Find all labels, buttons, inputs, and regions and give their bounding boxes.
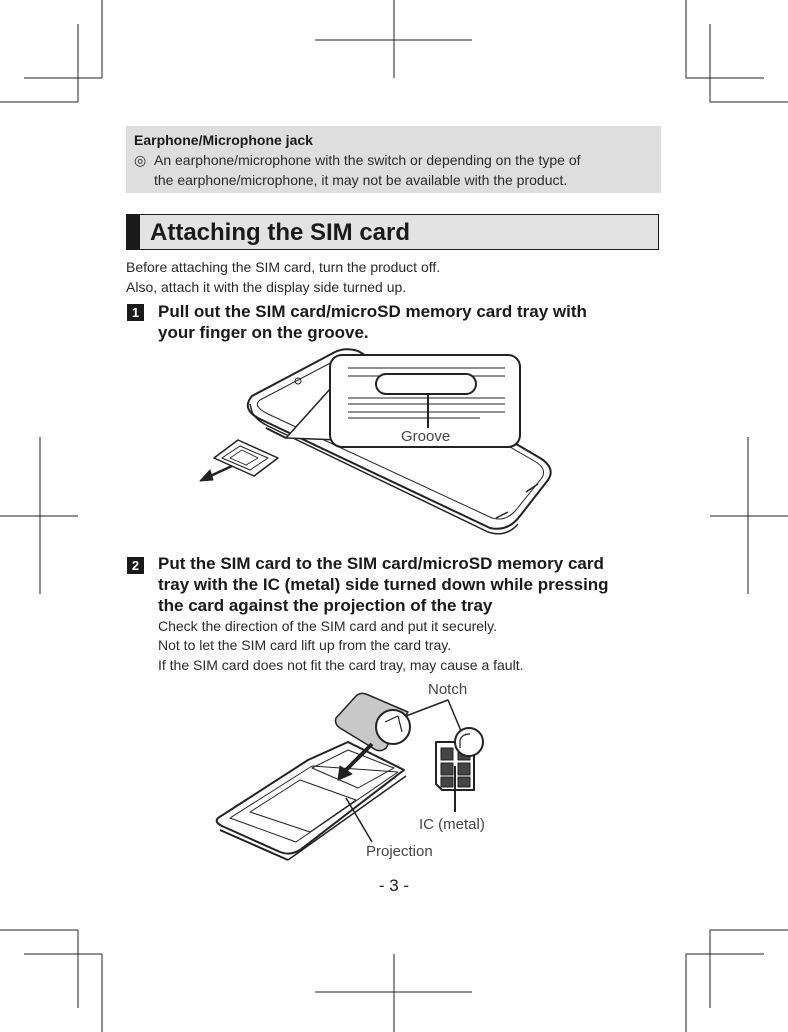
label-ic-metal: IC (metal): [419, 816, 485, 833]
step-1-badge: 1: [127, 304, 144, 321]
bullet-icon: ◎: [134, 152, 147, 168]
step-2-sub-1: Check the direction of the SIM card and …: [158, 618, 498, 634]
intro-line-1: Before attaching the SIM card, turn the …: [126, 259, 441, 275]
label-groove: Groove: [401, 428, 450, 445]
step-2-sub-2: Not to let the SIM card lift up from the…: [158, 637, 452, 653]
note-box: Earphone/Microphone jack ◎ An earphone/mi…: [126, 126, 661, 193]
note-title: Earphone/Microphone jack: [134, 132, 313, 148]
label-notch: Notch: [428, 681, 467, 698]
section-title: Attaching the SIM card: [150, 219, 411, 246]
step-1-text-1: Pull out the SIM card/microSD memory car…: [158, 302, 587, 321]
intro-line-2: Also, attach it with the display side tu…: [126, 279, 407, 295]
step-2-badge: 2: [127, 557, 144, 574]
note-text-1: An earphone/microphone with the switch o…: [154, 152, 581, 168]
heading-bar: [127, 215, 140, 249]
section-heading: Attaching the SIM card: [126, 214, 659, 250]
step-2-text-2: tray with the IC (metal) side turned dow…: [158, 575, 609, 594]
step-2-text-3: the card against the projection of the t…: [158, 596, 493, 615]
note-text-2: the earphone/microphone, it may not be a…: [154, 172, 568, 188]
step-2-sub-3: If the SIM card does not fit the card tr…: [158, 657, 524, 673]
step-2-text-1: Put the SIM card to the SIM card/microSD…: [158, 554, 604, 573]
step-1-text-2: your finger on the groove.: [158, 323, 369, 342]
note-line-1: ◎ An earphone/microphone with the switch …: [134, 152, 581, 169]
page-number: - 3 -: [378, 876, 410, 895]
label-projection: Projection: [366, 843, 433, 860]
